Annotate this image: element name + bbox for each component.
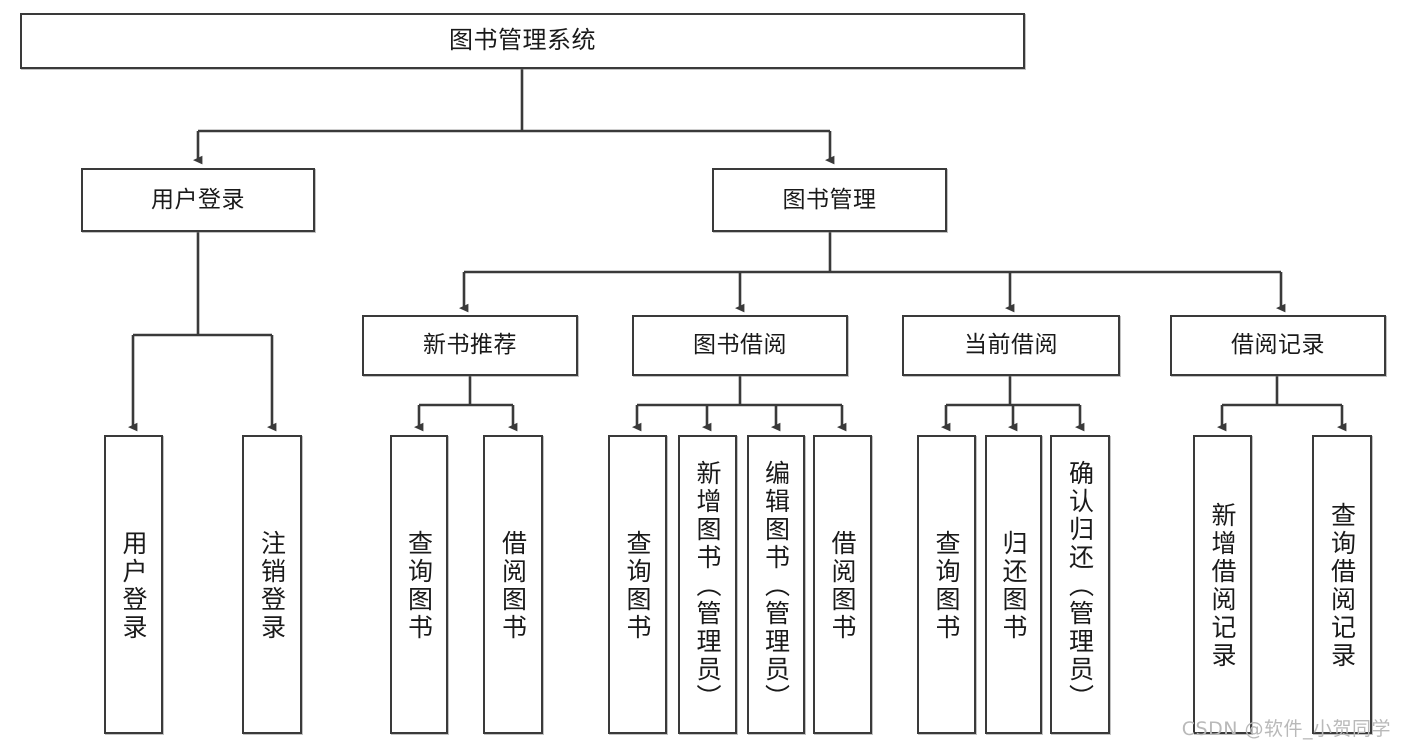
- node-leaf-query-book-a[interactable]: 查询图书: [390, 435, 448, 734]
- node-borrow-record-label: 借阅记录: [1231, 332, 1325, 359]
- node-leaf-query-borrow-record[interactable]: 查询借阅记录: [1312, 435, 1372, 734]
- node-root-label: 图书管理系统: [449, 26, 596, 55]
- node-leaf-query-borrow-record-label: 查询借阅记录: [1327, 501, 1357, 670]
- node-leaf-add-book-admin[interactable]: 新增图书（管理员）: [678, 435, 737, 734]
- node-leaf-borrow-book-a-label: 借阅图书: [498, 529, 528, 642]
- node-user-login-label: 用户登录: [151, 186, 245, 213]
- node-leaf-query-book-b[interactable]: 查询图书: [608, 435, 667, 734]
- node-leaf-query-book-c-label: 查询图书: [932, 529, 961, 642]
- node-current-borrow[interactable]: 当前借阅: [902, 315, 1120, 376]
- node-book-borrow[interactable]: 图书借阅: [632, 315, 848, 376]
- node-new-book-rec[interactable]: 新书推荐: [362, 315, 578, 376]
- node-leaf-query-book-b-label: 查询图书: [623, 529, 652, 642]
- node-leaf-add-borrow-record-label: 新增借阅记录: [1208, 501, 1237, 670]
- csdn-watermark: CSDN @软件_小贺同学: [1181, 718, 1391, 740]
- node-leaf-return-book-label: 归还图书: [999, 529, 1028, 642]
- node-leaf-edit-book-admin[interactable]: 编辑图书（管理员）: [747, 435, 805, 734]
- node-book-borrow-label: 图书借阅: [693, 332, 787, 359]
- node-leaf-user-login-label: 用户登录: [119, 529, 148, 642]
- node-leaf-add-borrow-record[interactable]: 新增借阅记录: [1193, 435, 1252, 734]
- node-current-borrow-label: 当前借阅: [964, 332, 1058, 359]
- node-leaf-logout[interactable]: 注销登录: [242, 435, 302, 734]
- node-book-manage[interactable]: 图书管理: [712, 168, 947, 232]
- node-root[interactable]: 图书管理系统: [20, 13, 1025, 69]
- node-leaf-add-book-admin-label: 新增图书（管理员）: [693, 459, 722, 712]
- node-leaf-borrow-book-b-label: 借阅图书: [828, 529, 857, 642]
- node-leaf-return-book[interactable]: 归还图书: [985, 435, 1042, 734]
- node-leaf-confirm-return-admin[interactable]: 确认归还（管理员）: [1050, 435, 1110, 734]
- node-leaf-query-book-c[interactable]: 查询图书: [917, 435, 976, 734]
- node-leaf-edit-book-admin-label: 编辑图书（管理员）: [761, 459, 791, 712]
- node-borrow-record[interactable]: 借阅记录: [1170, 315, 1386, 376]
- node-leaf-borrow-book-b[interactable]: 借阅图书: [813, 435, 872, 734]
- node-leaf-borrow-book-a[interactable]: 借阅图书: [483, 435, 543, 734]
- node-user-login[interactable]: 用户登录: [81, 168, 315, 232]
- node-leaf-logout-label: 注销登录: [257, 529, 287, 642]
- node-new-book-rec-label: 新书推荐: [423, 332, 517, 359]
- node-leaf-query-book-a-label: 查询图书: [404, 529, 434, 642]
- node-leaf-user-login[interactable]: 用户登录: [104, 435, 163, 734]
- node-leaf-confirm-return-admin-label: 确认归还（管理员）: [1065, 459, 1095, 712]
- node-book-manage-label: 图书管理: [782, 186, 877, 213]
